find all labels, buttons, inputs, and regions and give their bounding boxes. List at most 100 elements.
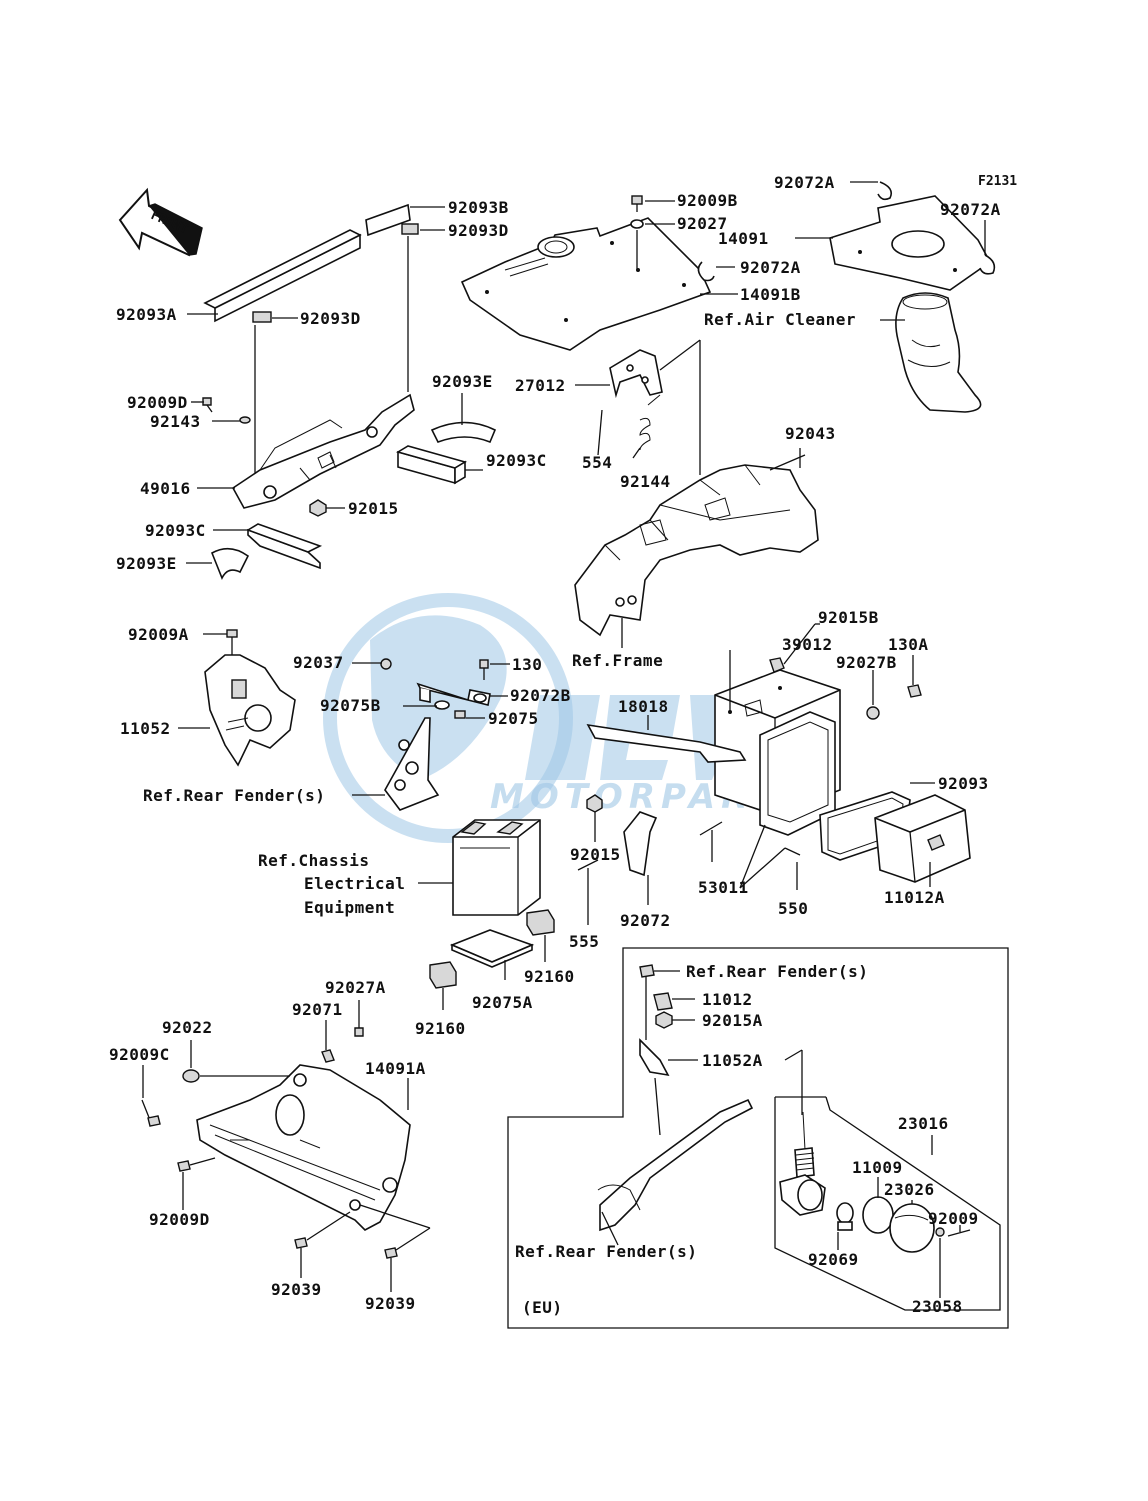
label-92009D-1: 92009D (127, 393, 188, 412)
label-11052A: 11052A (702, 1051, 763, 1070)
foam-92093C-1 (395, 445, 468, 485)
label-92144: 92144 (620, 472, 671, 491)
label-92075: 92075 (488, 709, 539, 728)
label-92037: 92037 (293, 653, 344, 672)
gasket-11009 (862, 1196, 894, 1234)
label-92160-2: 92160 (524, 967, 575, 986)
label-92093D-2: 92093D (300, 309, 361, 328)
label-555: 555 (569, 932, 599, 951)
label-92072: 92072 (620, 911, 671, 930)
pin-555 (577, 859, 599, 871)
nut-92015B (769, 657, 785, 673)
lamp-socket-23026 (779, 1111, 826, 1216)
label-92015-2: 92015 (570, 845, 621, 864)
rear-fender-plate (384, 717, 440, 811)
bracket-11052 (204, 654, 296, 767)
label-ref-chassis-3: Equipment (304, 898, 395, 917)
label-92027B: 92027B (836, 653, 897, 672)
label-11052: 11052 (120, 719, 171, 738)
label-14091B: 14091B (740, 285, 801, 304)
foam-92093E-1 (430, 421, 497, 444)
bolt-92027A (354, 1027, 364, 1037)
clip-92072A-2 (979, 254, 996, 275)
pin-550 (784, 847, 801, 856)
battery-holder-49016 (231, 393, 415, 509)
label-18018: 18018 (618, 697, 669, 716)
label-ref-frame: Ref.Frame (572, 651, 663, 670)
foam-92093B (365, 203, 411, 237)
label-554: 554 (582, 453, 612, 472)
nut-92015-1 (309, 499, 327, 517)
label-39012: 39012 (782, 635, 833, 654)
battery-strap-bracket (380, 658, 491, 719)
label-11012: 11012 (702, 990, 753, 1009)
front-arrow-icon: FRONT (118, 187, 203, 257)
label-92043: 92043 (785, 424, 836, 443)
nut-92071 (321, 1049, 335, 1063)
label-27012: 27012 (515, 376, 566, 395)
label-92027: 92027 (677, 214, 728, 233)
label-ref-air-cleaner: Ref.Air Cleaner (704, 310, 856, 329)
foam-92093E-2 (210, 547, 250, 580)
bolt-92039-2 (359, 1204, 431, 1259)
bolt-ref-fender (639, 964, 655, 978)
pad-92075A (449, 929, 535, 968)
bulb-92069 (836, 1202, 854, 1231)
foam-92093D-1 (401, 223, 419, 235)
label-92075A: 92075A (472, 993, 533, 1012)
label-14091A: 14091A (365, 1059, 426, 1078)
frame-assembly (574, 454, 819, 637)
label-92039-2: 92039 (365, 1294, 416, 1313)
label-92093E-2: 92093E (116, 554, 177, 573)
label-92027A: 92027A (325, 978, 386, 997)
label-11009: 11009 (852, 1158, 903, 1177)
label-23058: 23058 (912, 1297, 963, 1316)
label-92015-1: 92015 (348, 499, 399, 518)
washer-92027B (866, 706, 880, 720)
label-92009B: 92009B (677, 191, 738, 210)
label-92039-1: 92039 (271, 1280, 322, 1299)
label-92093C-1: 92093C (145, 521, 206, 540)
label-92009D-2: 92009D (149, 1210, 210, 1229)
label-ref-rear-fender-2: Ref.Rear Fender(s) (686, 962, 868, 981)
collar-11012 (653, 992, 673, 1011)
clip-92072A-1 (877, 181, 893, 201)
label-92093B: 92093B (448, 198, 509, 217)
label-ref-rear-fender-1: Ref.Rear Fender(s) (143, 786, 325, 805)
screw-92009 (947, 1229, 971, 1237)
label-92022: 92022 (162, 1018, 213, 1037)
pin-53011 (699, 821, 723, 836)
label-92069: 92069 (808, 1250, 859, 1269)
label-92071: 92071 (292, 1000, 343, 1019)
cover-14091B (460, 217, 712, 351)
pad-92160-1 (429, 961, 457, 989)
foam-92093A (203, 229, 362, 323)
spring-92144 (639, 394, 661, 451)
label-92075B: 92075B (320, 696, 381, 715)
label-92072B: 92072B (510, 686, 571, 705)
cover-14091 (829, 195, 992, 291)
bracket-18018 (586, 723, 747, 763)
label-92072A-2: 92072A (940, 200, 1001, 219)
foam-92093D-2 (252, 311, 272, 323)
label-92072A-3: 92072A (740, 258, 801, 277)
label-23016: 23016 (898, 1114, 949, 1133)
washer-92022 (182, 1069, 200, 1083)
strap-92072 (623, 811, 658, 877)
license-bracket-11052A (597, 975, 754, 1232)
washer-23058 (935, 1227, 945, 1237)
clip-92072A-3 (697, 261, 715, 282)
label-92093A: 92093A (116, 305, 177, 324)
label-92093: 92093 (938, 774, 989, 793)
pin-554 (597, 409, 603, 456)
air-cleaner-duct (895, 292, 982, 413)
pad-92160-2 (526, 909, 555, 936)
nut-92015-2 (586, 794, 603, 813)
label-14091: 14091 (718, 229, 769, 248)
cover-11012A (874, 794, 971, 883)
label-49016: 49016 (140, 479, 191, 498)
bolt-92009D-1 (202, 397, 212, 406)
label-23026: 23026 (884, 1180, 935, 1199)
label-92009A: 92009A (128, 625, 189, 644)
